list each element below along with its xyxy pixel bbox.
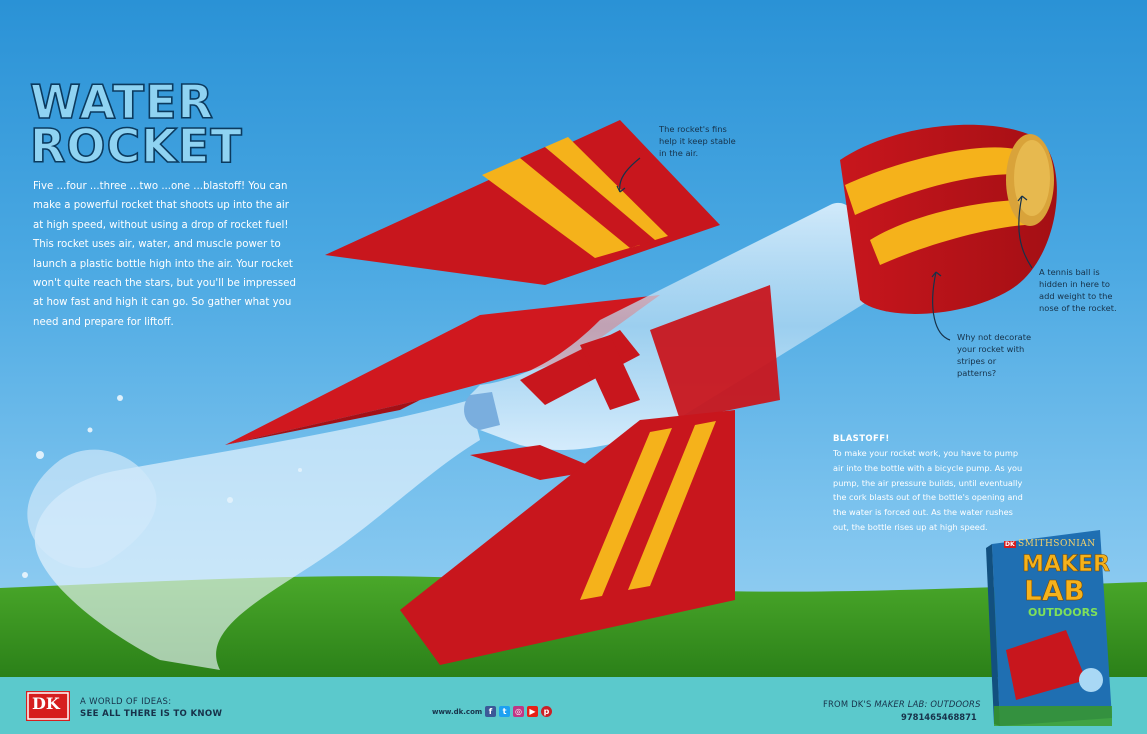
book-title-3: OUTDOORS — [1028, 606, 1099, 619]
dk-logo-text: DK — [32, 694, 60, 713]
dk-logo[interactable] — [26, 691, 70, 721]
footer-bar: DK A WORLD OF IDEAS: SEE ALL THERE IS TO… — [0, 677, 1147, 734]
title-line-1: WATER — [29, 75, 214, 129]
pinterest-icon[interactable]: p — [541, 706, 552, 717]
book-cover-art — [986, 530, 1112, 726]
book-cover[interactable]: DK SMITHSONIAN MAKER LAB OUTDOORS — [986, 530, 1114, 726]
facebook-icon[interactable]: f — [485, 706, 496, 717]
source-prefix: FROM DK'S — [823, 699, 875, 709]
title-line-2: ROCKET — [29, 119, 243, 173]
isbn: 9781465468871 — [901, 712, 977, 722]
blastoff-heading: BLASTOFF! — [833, 434, 890, 444]
blastoff-body: To make your rocket work, you have to pu… — [833, 448, 1023, 532]
left-fin — [225, 295, 660, 445]
blastoff-section: BLASTOFF! To make your rocket work, you … — [833, 434, 1029, 535]
water-rocket-illustration — [22, 120, 1057, 670]
social-icons: f t ◎ ▶ p — [485, 706, 552, 717]
youtube-icon[interactable]: ▶ — [527, 706, 538, 717]
tagline-line-2: SEE ALL THERE IS TO KNOW — [80, 709, 223, 719]
upper-fin — [325, 120, 720, 285]
intro-paragraph: Five ...four ...three ...two ...one ...b… — [33, 181, 296, 328]
lower-fin — [400, 410, 735, 665]
nose-cone — [840, 124, 1057, 314]
book-title-1: MAKER — [1022, 552, 1111, 578]
mid-brackets — [470, 285, 780, 480]
callout-fins: The rocket's fins help it keep stable in… — [659, 124, 736, 158]
website-link[interactable]: www.dk.com — [432, 708, 483, 716]
book-publisher-mark: DK — [1004, 541, 1016, 548]
callout-tennis-ball: A tennis ball is hidden in here to add w… — [1039, 267, 1117, 313]
water-splash — [22, 395, 481, 670]
callout-decorate: Why not decorate your rocket with stripe… — [957, 332, 1032, 378]
book-title-2: LAB — [1024, 574, 1085, 608]
page-title: WATER ROCKET — [29, 75, 243, 173]
source-credit: FROM DK'S MAKER LAB: OUTDOORS — [823, 699, 981, 709]
tagline-line-1: A WORLD OF IDEAS: — [80, 697, 172, 707]
twitter-icon[interactable]: t — [499, 706, 510, 717]
source-title: MAKER LAB: OUTDOORS — [874, 699, 981, 709]
book-brand: SMITHSONIAN — [1018, 539, 1096, 549]
instagram-icon[interactable]: ◎ — [513, 706, 524, 717]
